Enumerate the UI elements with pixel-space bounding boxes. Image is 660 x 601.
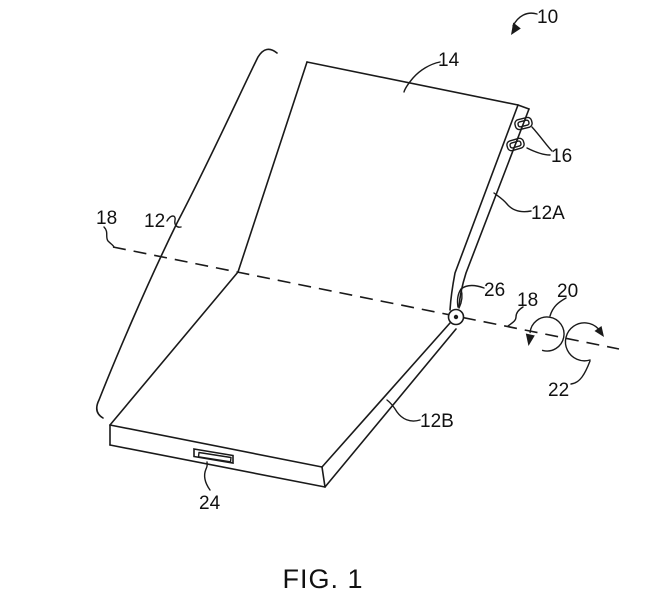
ref-label-10: 10 bbox=[537, 7, 558, 28]
ref-label-18-right: 18 bbox=[517, 290, 538, 311]
leader-line-26 bbox=[456, 284, 485, 308]
upper-right-front-edge bbox=[449, 104, 519, 311]
figure-caption: FIG. 1 bbox=[282, 564, 363, 594]
side-port-lower bbox=[506, 137, 525, 152]
ref-label-22: 22 bbox=[548, 380, 569, 401]
rotation-arrow-20-arc bbox=[529, 316, 565, 352]
hinge-pin-edge bbox=[458, 288, 463, 309]
side-port-upper bbox=[514, 116, 533, 131]
connector-port-tongue bbox=[197, 451, 232, 463]
leader-line-16-lower bbox=[526, 147, 551, 156]
lower-front-bottom-edge bbox=[109, 444, 326, 488]
rotation-arrow-22-head bbox=[594, 326, 604, 337]
ref-label-26: 26 bbox=[484, 280, 505, 301]
ref-label-16: 16 bbox=[551, 146, 572, 167]
leader-line-24 bbox=[203, 461, 211, 491]
ref-label-24: 24 bbox=[199, 493, 221, 514]
arrowhead-10 bbox=[511, 22, 521, 35]
leader-line-12 bbox=[166, 215, 182, 228]
ref-label-20: 20 bbox=[557, 281, 578, 302]
housing-left-silhouette bbox=[95, 48, 278, 419]
leader-line-18-left bbox=[103, 226, 115, 248]
display-top-edge bbox=[306, 61, 519, 106]
display-left-edge bbox=[109, 61, 308, 426]
leader-line-14 bbox=[403, 61, 441, 93]
lower-right-bottom-edge bbox=[324, 328, 457, 488]
ref-label-18-left: 18 bbox=[96, 208, 117, 229]
ref-label-12B: 12B bbox=[420, 411, 454, 432]
leader-line-12A bbox=[493, 192, 532, 213]
lower-front-top-edge bbox=[109, 424, 323, 468]
ref-label-12A: 12A bbox=[531, 203, 565, 224]
leader-line-22 bbox=[570, 360, 591, 385]
rotation-arrow-22-arc bbox=[564, 322, 599, 362]
lower-right-corner-edge bbox=[321, 466, 326, 488]
rotation-arrow-20-head bbox=[525, 333, 535, 346]
leader-line-12B bbox=[386, 399, 421, 422]
hinge-dot bbox=[453, 314, 459, 320]
leader-line-18-right bbox=[507, 306, 524, 327]
upper-right-corner-edge bbox=[517, 104, 530, 110]
leader-line-20 bbox=[549, 297, 567, 317]
bend-axis-dashed-line bbox=[112, 246, 620, 350]
leader-line-10 bbox=[512, 12, 538, 27]
lower-right-top-edge bbox=[321, 322, 451, 468]
leader-line-16-upper bbox=[531, 126, 553, 152]
ref-label-12: 12 bbox=[144, 211, 165, 232]
connector-port-opening bbox=[193, 448, 234, 464]
ref-label-14: 14 bbox=[438, 50, 460, 71]
